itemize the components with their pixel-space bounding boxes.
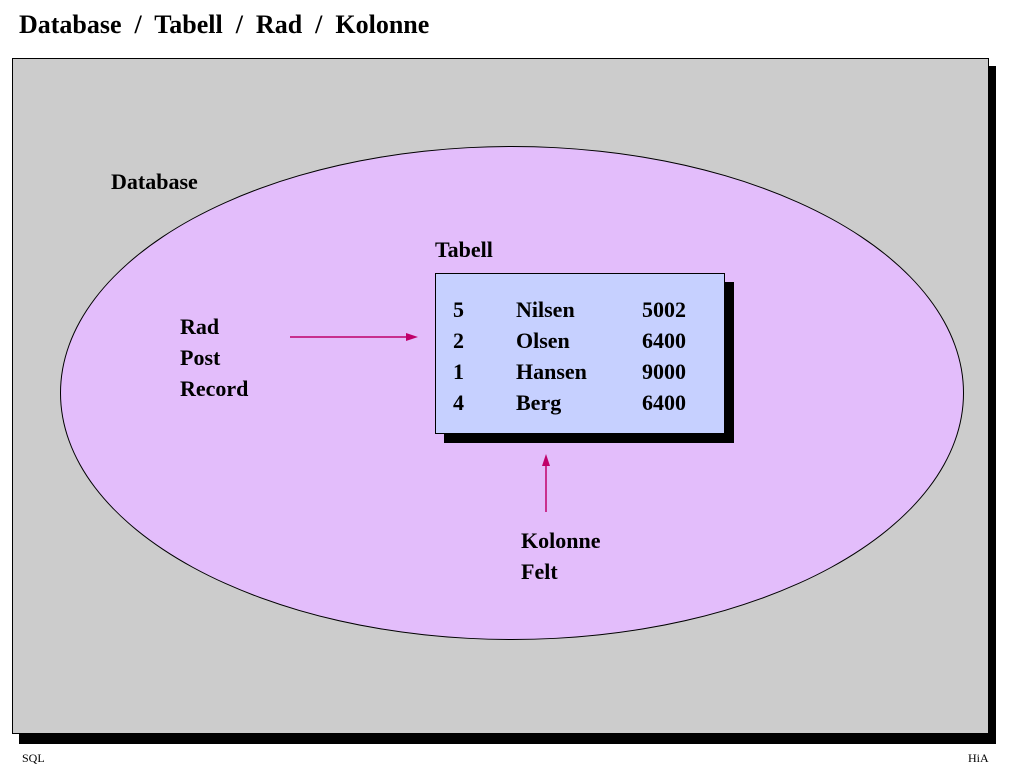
row-label-rad: Rad <box>180 314 220 339</box>
table-box: 5 Nilsen 5002 2 Olsen 6400 1 Hansen 9000… <box>435 273 725 434</box>
column-label-kolonne: Kolonne <box>521 528 601 553</box>
table-cell-name: Hansen <box>516 359 587 384</box>
footer-right: HiA <box>968 751 989 765</box>
table-cell-name: Berg <box>516 390 562 415</box>
row-label-post: Post <box>180 345 221 370</box>
table-cell-value: 6400 <box>642 390 686 415</box>
table-cell-id: 5 <box>453 297 464 322</box>
table-cell-name: Nilsen <box>516 297 575 322</box>
footer-left: SQL <box>22 751 45 765</box>
row-arrow <box>290 333 418 341</box>
table-cell-value: 5002 <box>642 297 686 322</box>
column-arrow <box>542 454 550 512</box>
table-cell-value: 9000 <box>642 359 686 384</box>
table-cell-id: 1 <box>453 359 464 384</box>
table-cell-id: 2 <box>453 328 464 353</box>
row-label-record: Record <box>180 376 249 401</box>
column-label-felt: Felt <box>521 559 558 584</box>
database-label: Database <box>111 169 198 194</box>
slide-title: Database / Tabell / Rad / Kolonne <box>19 10 430 39</box>
table-cell-value: 6400 <box>642 328 686 353</box>
table-cell-id: 4 <box>453 390 464 415</box>
table-label: Tabell <box>435 237 493 262</box>
table-cell-name: Olsen <box>516 328 570 353</box>
